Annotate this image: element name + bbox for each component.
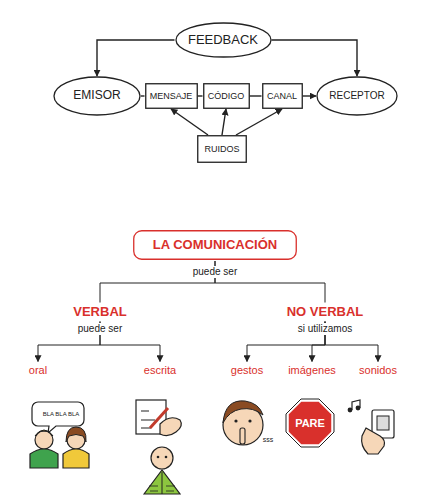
connector bbox=[236, 109, 282, 135]
node-label: LA COMUNICACIÓN bbox=[153, 238, 277, 253]
node-label: gestos bbox=[231, 364, 263, 377]
title-box: LA COMUNICACIÓN bbox=[133, 230, 297, 260]
node-label: oral bbox=[29, 364, 47, 377]
link-phrase: si utilizamos bbox=[295, 323, 355, 335]
connector bbox=[141, 95, 145, 96]
concept-word: gestos bbox=[229, 363, 266, 378]
node-label: NO VERBAL bbox=[287, 305, 364, 320]
node-label: MENSAJE bbox=[150, 91, 193, 101]
connector bbox=[198, 95, 203, 96]
connector bbox=[272, 40, 358, 76]
node-label: imágenes bbox=[288, 364, 336, 377]
node-label: FEEDBACK bbox=[188, 33, 258, 48]
concept-word: NO VERBAL bbox=[285, 304, 366, 321]
code-box: CÓDIGO bbox=[203, 83, 250, 109]
sound-button-icon bbox=[348, 400, 394, 454]
node-label: CÓDIGO bbox=[208, 91, 245, 101]
sign-text: PARE bbox=[295, 417, 325, 430]
receiver-ellipse: RECEPTOR bbox=[316, 76, 398, 116]
concept-word: sonidos bbox=[357, 363, 399, 378]
link-phrase: puede ser bbox=[190, 266, 240, 278]
talking-people-icon bbox=[30, 402, 89, 468]
node-label: VERBAL bbox=[73, 305, 126, 320]
speech-text: BLA BLA BLA bbox=[43, 411, 80, 418]
channel-box: CANAL bbox=[262, 83, 303, 109]
node-label: escrita bbox=[144, 364, 176, 377]
noise-box: RUIDOS bbox=[197, 135, 247, 163]
link-phrase: puede ser bbox=[75, 323, 125, 335]
concept-word: VERBAL bbox=[71, 304, 129, 321]
node-label: CANAL bbox=[267, 91, 297, 101]
writing-icon bbox=[136, 400, 181, 436]
message-box: MENSAJE bbox=[145, 83, 198, 109]
reading-child-icon bbox=[144, 447, 180, 494]
node-label: RUIDOS bbox=[204, 144, 239, 154]
sender-ellipse: EMISOR bbox=[53, 76, 141, 116]
stop-sign bbox=[286, 399, 334, 447]
connector bbox=[303, 95, 317, 96]
connector bbox=[222, 109, 226, 135]
connector bbox=[171, 109, 208, 135]
concept-word: oral bbox=[27, 363, 50, 378]
node-label: RECEPTOR bbox=[329, 90, 384, 102]
shush-face-icon bbox=[223, 401, 263, 445]
feedback-ellipse: FEEDBACK bbox=[175, 22, 272, 58]
node-label: sonidos bbox=[359, 364, 397, 377]
concept-word: imágenes bbox=[286, 363, 338, 378]
concept-word: escrita bbox=[142, 363, 179, 378]
node-label: EMISOR bbox=[73, 89, 120, 103]
connector bbox=[97, 40, 175, 76]
connector bbox=[250, 95, 262, 96]
sound-text: sss bbox=[263, 436, 274, 444]
